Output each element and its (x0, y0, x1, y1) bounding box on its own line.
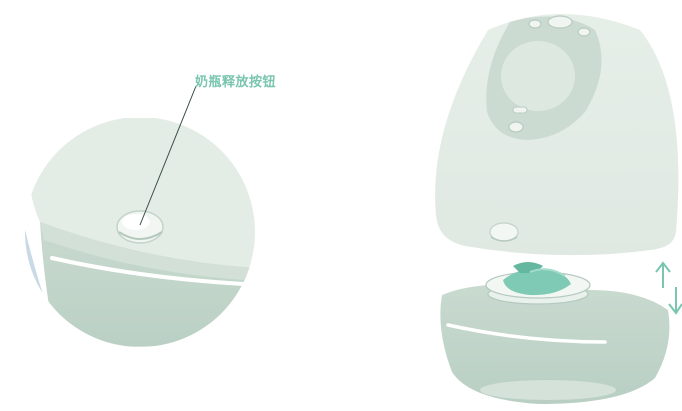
panel-button-bottom (509, 122, 523, 132)
panel-button-top (548, 16, 572, 28)
arrow-down-icon (669, 287, 682, 313)
panel-button-left (529, 20, 541, 28)
panel-button-right (578, 28, 590, 36)
pump-lower-body (440, 262, 669, 404)
shell-release-button (490, 223, 518, 241)
arrow-up-icon (656, 263, 670, 288)
panel-indicator (513, 107, 527, 113)
pump-upper-shell (435, 14, 678, 255)
release-button (117, 211, 163, 243)
callout-label: 奶瓶释放按钮 (195, 71, 276, 90)
valve-assembly (486, 262, 590, 304)
zoom-detail (10, 86, 260, 360)
